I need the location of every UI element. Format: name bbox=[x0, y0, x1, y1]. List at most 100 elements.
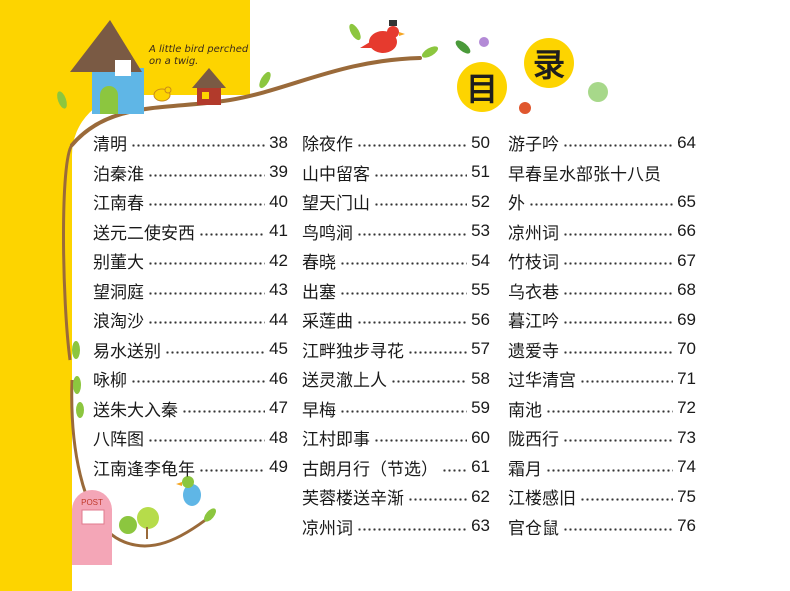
entry-title: 南池 bbox=[508, 400, 542, 421]
dot-leader bbox=[391, 380, 468, 384]
page-number: 76 bbox=[677, 516, 696, 536]
entry-title: 遗爱寺 bbox=[508, 341, 559, 362]
page-number: 42 bbox=[269, 250, 288, 270]
dot-leader bbox=[563, 232, 674, 236]
entry-title: 望洞庭 bbox=[93, 282, 144, 303]
page-number: 50 bbox=[471, 132, 490, 152]
toc-entry[interactable]: 凉州词 63 bbox=[302, 512, 490, 542]
page-number: 62 bbox=[471, 486, 490, 506]
toc-entry[interactable]: 望天门山 52 bbox=[302, 187, 490, 217]
page-number: 46 bbox=[269, 368, 288, 388]
page-number: 73 bbox=[677, 427, 696, 447]
page-number: 51 bbox=[471, 162, 490, 182]
dot-leader bbox=[340, 409, 468, 413]
title-char-2: 录 bbox=[524, 38, 574, 88]
dot-leader bbox=[563, 350, 674, 354]
toc-entry[interactable]: 早春呈水部张十八员 bbox=[508, 158, 696, 188]
toc-entry[interactable]: 古朗月行（节选） 61 bbox=[302, 453, 490, 483]
toc-entry[interactable]: 江畔独步寻花 57 bbox=[302, 335, 490, 365]
entry-title: 易水送别 bbox=[93, 341, 161, 362]
toc-entry[interactable]: 望洞庭 43 bbox=[93, 276, 288, 306]
dot-leader bbox=[563, 527, 674, 531]
page-number: 65 bbox=[677, 191, 696, 211]
dot-leader bbox=[408, 498, 468, 502]
toc-entry[interactable]: 送元二使安西 41 bbox=[93, 217, 288, 247]
toc-entry[interactable]: 遗爱寺 70 bbox=[508, 335, 696, 365]
page-number: 38 bbox=[269, 132, 288, 152]
toc-entry[interactable]: 出塞 55 bbox=[302, 276, 490, 306]
page-number: 61 bbox=[471, 457, 490, 477]
page-number: 56 bbox=[471, 309, 490, 329]
page-number: 71 bbox=[677, 368, 696, 388]
page-number: 74 bbox=[677, 457, 696, 477]
dot-leader bbox=[357, 232, 468, 236]
toc-entry[interactable]: 南池 72 bbox=[508, 394, 696, 424]
dot-leader bbox=[131, 144, 266, 148]
dot-leader bbox=[148, 291, 266, 295]
entry-title: 暮江吟 bbox=[508, 312, 559, 333]
toc-entry[interactable]: 官仓鼠 76 bbox=[508, 512, 696, 542]
dot-leader bbox=[580, 380, 674, 384]
entry-title: 江楼感旧 bbox=[508, 489, 576, 510]
dot-leader bbox=[374, 203, 468, 207]
leaf-icon bbox=[421, 46, 439, 58]
page-number: 57 bbox=[471, 339, 490, 359]
decor-dot bbox=[479, 37, 489, 47]
leaf-icon bbox=[259, 71, 271, 89]
dot-leader bbox=[374, 439, 468, 443]
page-number: 41 bbox=[269, 221, 288, 241]
entry-title: 望天门山 bbox=[302, 194, 370, 215]
page-number: 44 bbox=[269, 309, 288, 329]
page-number: 43 bbox=[269, 280, 288, 300]
entry-title: 江畔独步寻花 bbox=[302, 341, 404, 362]
entry-title: 游子吟 bbox=[508, 135, 559, 156]
entry-title: 送元二使安西 bbox=[93, 223, 195, 244]
dot-leader bbox=[182, 409, 266, 413]
page-number: 52 bbox=[471, 191, 490, 211]
entry-title: 古朗月行（节选） bbox=[302, 459, 438, 480]
entry-title: 官仓鼠 bbox=[508, 518, 559, 539]
dot-leader bbox=[357, 321, 468, 325]
dot-leader bbox=[580, 498, 674, 502]
entry-title: 江南春 bbox=[93, 194, 144, 215]
page-number: 63 bbox=[471, 516, 490, 536]
page-number: 72 bbox=[677, 398, 696, 418]
page-number: 70 bbox=[677, 339, 696, 359]
dot-leader bbox=[131, 380, 266, 384]
page-number: 55 bbox=[471, 280, 490, 300]
entry-title: 凉州词 bbox=[302, 518, 353, 539]
entry-title: 出塞 bbox=[302, 282, 336, 303]
dot-leader bbox=[529, 203, 674, 207]
